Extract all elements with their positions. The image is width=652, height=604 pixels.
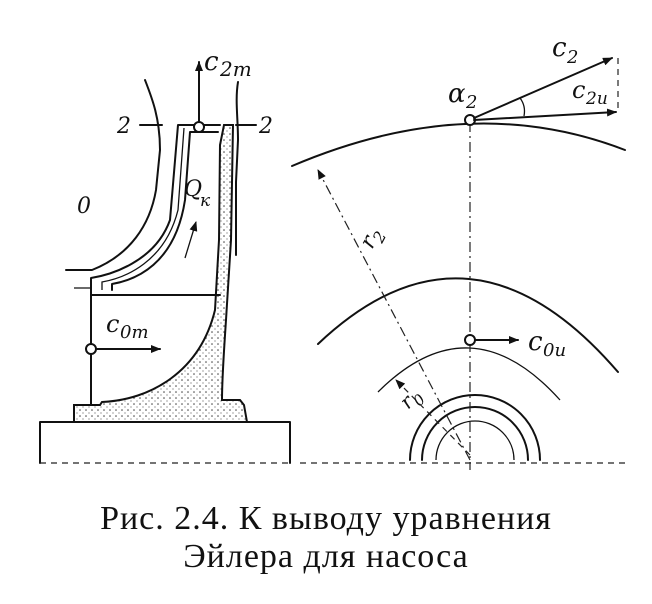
- label-alpha2-sub: 2: [465, 92, 477, 113]
- outlet-point: [193, 121, 205, 133]
- c2-arrow: [473, 57, 613, 119]
- label-c0m-sub: 0m: [120, 322, 149, 343]
- label-c0m: c: [106, 310, 119, 338]
- hub-and-disk: [73, 124, 249, 423]
- shroud-inner-2: [101, 127, 185, 290]
- label-c0u: c: [528, 327, 543, 357]
- caption-line-2: Эйлера для насоса: [183, 538, 469, 575]
- label-c2m-sub: 2m: [219, 57, 252, 81]
- label-r0-group: r 0: [395, 389, 430, 414]
- label-alpha2: α: [448, 79, 466, 109]
- shaft-ring-middle: [421, 406, 529, 461]
- inlet-point: [85, 343, 97, 355]
- shaft-base: [39, 421, 291, 464]
- casing-right-wall: [235, 81, 239, 256]
- qk-flow-arrow: [184, 221, 198, 259]
- c2u-arrow: [473, 108, 617, 121]
- radius-r0-line: [395, 379, 471, 456]
- caption-line-1: Рис. 2.4. К выводу уравнения: [100, 500, 552, 537]
- label-qk: Q: [184, 177, 202, 202]
- shaft-ring-outer: [409, 394, 541, 461]
- label-c2-sub: 2: [566, 47, 578, 68]
- shroud-outer: [90, 124, 221, 294]
- inlet-circle: [317, 277, 619, 373]
- label-c2u: c: [572, 76, 585, 104]
- inlet-velocity-point: [464, 334, 476, 346]
- label-section0: 0: [77, 194, 91, 219]
- shaft-ring-inner: [435, 420, 515, 461]
- label-r2-group: r 2: [355, 228, 390, 253]
- label-c2u-sub: 2u: [585, 89, 608, 109]
- casing-left-wall: [65, 79, 161, 271]
- label-section2-left: 2: [116, 114, 131, 139]
- outer-circle-r2: [291, 122, 626, 167]
- radius-r2-line: [317, 169, 471, 461]
- shroud-inner: [111, 131, 219, 291]
- label-section2-right: 2: [258, 114, 273, 139]
- label-c2: c: [552, 33, 567, 63]
- label-c2m: c: [204, 47, 219, 77]
- alpha2-angle-arc: [519, 97, 526, 117]
- label-qk-sub: к: [200, 191, 211, 211]
- velocity-view: [291, 57, 626, 470]
- label-c0u-sub: 0u: [543, 340, 566, 361]
- impeller-section: [39, 61, 291, 464]
